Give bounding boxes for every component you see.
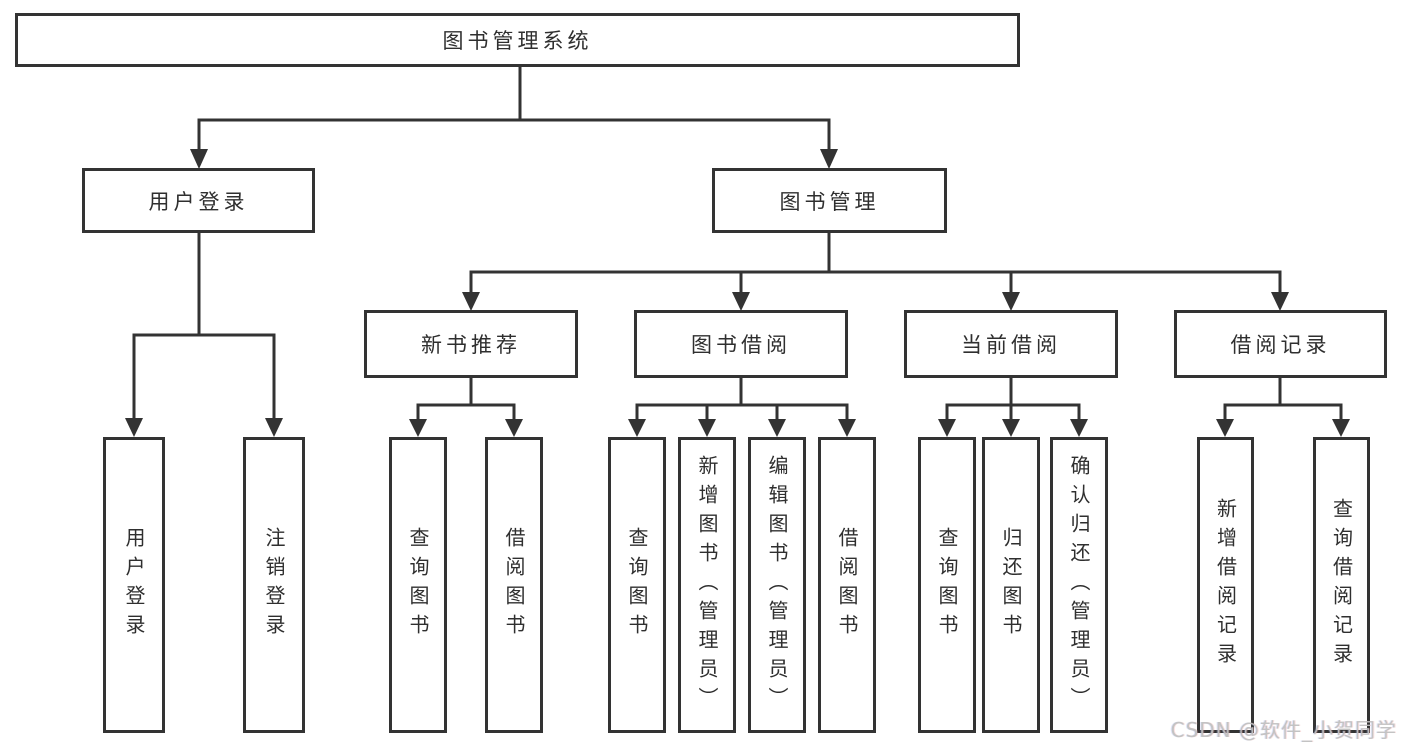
node-leaf-add-books-admin: 新增图书（管理员）	[678, 437, 736, 733]
node-book-management-group: 图书管理	[712, 168, 947, 233]
node-root: 图书管理系统	[15, 13, 1020, 67]
watermark: CSDN @软件_小贺同学	[1170, 718, 1397, 742]
arrow-down-icon	[190, 149, 208, 169]
node-current-borrowing: 当前借阅	[904, 310, 1118, 378]
node-leaf-confirm-return-admin: 确认归还（管理员）	[1050, 437, 1108, 733]
arrow-down-icons	[125, 149, 1350, 437]
node-leaf-borrow-books: 借阅图书	[485, 437, 543, 733]
arrow-down-icon	[1332, 419, 1350, 437]
node-leaf-query-books: 查询图书	[389, 437, 447, 733]
node-leaf-return-books: 归还图书	[982, 437, 1040, 733]
node-borrowing-records: 借阅记录	[1174, 310, 1387, 378]
arrow-down-icon	[768, 419, 786, 437]
arrow-down-icon	[1002, 292, 1020, 311]
arrow-down-icon	[938, 419, 956, 437]
arrow-down-icon	[1070, 419, 1088, 437]
arrow-down-icon	[409, 419, 427, 437]
arrow-down-icon	[462, 292, 480, 311]
node-leaf-borrow-books: 借阅图书	[818, 437, 876, 733]
arrow-down-icon	[505, 419, 523, 437]
arrow-down-icon	[125, 418, 143, 437]
arrow-down-icon	[1002, 419, 1020, 437]
node-leaf-query-borrow-record: 查询借阅记录	[1313, 437, 1370, 733]
node-leaf-edit-books-admin: 编辑图书（管理员）	[748, 437, 806, 733]
arrow-down-icon	[1216, 419, 1234, 437]
node-leaf-user-login: 用户登录	[103, 437, 165, 733]
arrow-down-icon	[732, 292, 750, 311]
arrow-down-icon	[698, 419, 716, 437]
node-leaf-query-books: 查询图书	[918, 437, 976, 733]
arrow-down-icon	[1271, 292, 1289, 311]
node-book-borrowing: 图书借阅	[634, 310, 848, 378]
connector-path	[132, 65, 1343, 425]
arrow-down-icon	[838, 419, 856, 437]
arrow-down-icon	[628, 419, 646, 437]
node-leaf-add-borrow-record: 新增借阅记录	[1197, 437, 1254, 733]
node-user-login-group: 用户登录	[82, 168, 315, 233]
arrow-down-icon	[265, 418, 283, 437]
arrow-down-icon	[820, 149, 838, 169]
node-leaf-query-books: 查询图书	[608, 437, 666, 733]
node-leaf-logout: 注销登录	[243, 437, 305, 733]
node-new-book-recommend: 新书推荐	[364, 310, 578, 378]
